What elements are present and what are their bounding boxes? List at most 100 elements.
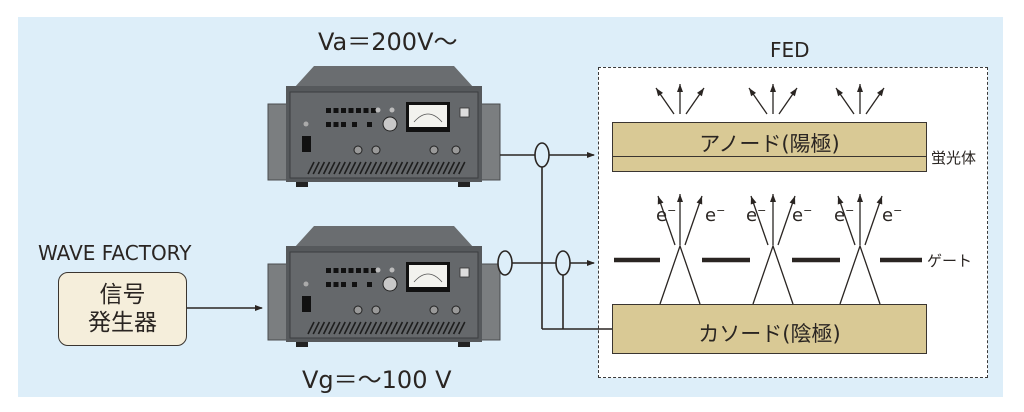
emitter-tip [839, 244, 881, 305]
indicator [375, 107, 381, 113]
vent-slot [354, 321, 362, 335]
vent-slot [426, 161, 435, 175]
signal-generator-line2: 発生器 [88, 310, 157, 336]
light-emission-arrow-head [836, 88, 844, 97]
electron-beam-head [876, 196, 883, 205]
output-terminal [451, 145, 461, 155]
panel-button [326, 122, 331, 127]
meter-face [409, 265, 447, 287]
vent-slot [328, 161, 336, 175]
panel-button [367, 122, 372, 127]
vent-slot [333, 321, 341, 335]
vent-slot [452, 321, 461, 335]
vent-slot [317, 161, 326, 175]
light-emission-arrow-head [876, 88, 884, 97]
knob [382, 116, 398, 132]
emitter-tip [752, 244, 794, 305]
panel-button [326, 108, 331, 113]
phosphor-layer [613, 156, 926, 157]
vent-slot [343, 321, 352, 335]
range-switch [459, 267, 470, 278]
signal-generator-box: 信号 発生器 [58, 272, 187, 346]
vent-slot [359, 321, 367, 335]
panel-button [363, 268, 369, 273]
electron-label: e− [834, 204, 855, 226]
indicator [303, 121, 309, 127]
electron-beam [837, 195, 856, 246]
vent-slot [447, 321, 456, 335]
vent-slot [411, 161, 419, 175]
vent-slot [380, 321, 388, 335]
knob [382, 276, 398, 292]
vent-slot [380, 161, 388, 175]
foot [296, 182, 308, 187]
electron-label: e− [882, 204, 903, 226]
output-terminal [451, 305, 461, 315]
vent-slot [416, 161, 424, 175]
electron-beam-head [837, 196, 844, 205]
panel-button [348, 268, 354, 273]
vent-slot [395, 321, 404, 335]
power-amplifier-top-icon [267, 66, 501, 187]
panel-button [326, 268, 331, 273]
panel-button [363, 108, 369, 113]
panel-button [341, 108, 346, 113]
light-emission-arrow-head [749, 88, 757, 97]
vent-slot [400, 161, 409, 175]
panel-button [333, 268, 339, 273]
vent-slot [359, 161, 367, 175]
electron-beam [657, 195, 676, 246]
vent-slot [369, 321, 378, 335]
vent-slot [312, 321, 320, 335]
vent-slot [369, 161, 378, 175]
cathode-label: カソード(陰極) [698, 322, 841, 346]
indicator [303, 281, 309, 287]
vent-slot [426, 321, 435, 335]
indicator [389, 107, 395, 113]
power-amplifier-bottom-icon [267, 226, 501, 347]
vent-slot [432, 161, 440, 175]
vent-slot [385, 161, 393, 175]
emitter-tip [659, 244, 701, 305]
panel-button [333, 108, 339, 113]
vent-slot [458, 161, 466, 175]
electron-beam-head [696, 196, 703, 205]
electron-label: e− [792, 204, 813, 226]
electron-label: e− [656, 204, 677, 226]
gate-current-probe [555, 250, 571, 276]
vent-slot [390, 321, 398, 335]
vent-slot [364, 161, 372, 175]
light-emission-arrow-head [677, 84, 683, 92]
panel-button [341, 122, 346, 127]
output-terminal [353, 145, 363, 155]
foot [296, 342, 308, 347]
vent-slot [421, 321, 430, 335]
light-emission-arrow-head [857, 84, 863, 92]
vent-slot [348, 161, 357, 175]
wave-factory-label: WAVE FACTORY [38, 241, 192, 265]
indicator [375, 267, 381, 273]
vent-slot [390, 161, 398, 175]
electron-beam [750, 195, 769, 246]
light-emission-arrow-head [656, 88, 664, 97]
vent-slot [364, 321, 372, 335]
vent-slot [447, 161, 456, 175]
electron-beam-head [857, 194, 863, 202]
panel-button [333, 122, 339, 127]
foot [458, 342, 470, 347]
output-terminal [371, 305, 381, 315]
electron-beam [864, 195, 883, 246]
vent-slot [437, 321, 445, 335]
light-emission-arrow-head [789, 88, 797, 97]
vent-slot [307, 161, 315, 175]
chassis-top [294, 66, 474, 88]
vent-slot [406, 321, 414, 335]
panel-button [356, 108, 361, 113]
phosphor-label: 蛍光体 [931, 149, 977, 167]
indicator [389, 267, 395, 273]
chassis-top [294, 226, 474, 248]
vent-slot [442, 321, 450, 335]
gate-label: ゲート [927, 252, 973, 270]
panel-button [352, 282, 357, 287]
anode-voltage-label: Va＝200V～ [318, 28, 458, 56]
